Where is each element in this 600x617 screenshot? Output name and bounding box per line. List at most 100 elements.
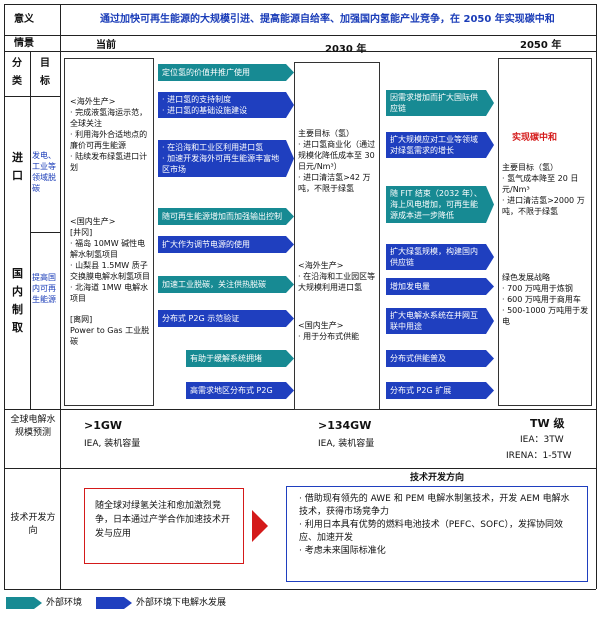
mid-goal-item: · 进口氢商业化（通过规模化降低成本至 30 日元/Nm³） [298,140,376,171]
grid-line [60,4,61,589]
arrow-b-2: 扩大规模应对工业等领域对绿氢需求的增长 [386,132,494,158]
right-strategy-item: · 600 万吨用于商用车 [502,295,581,304]
now-domestic: <国内生产> [井冈] · 福岛 10MW 碱性电解水制氢项目 · 山梨县 1.… [70,216,152,347]
grid-line [4,589,596,590]
grid-line [4,96,60,97]
col-2050: 2050 年 [520,40,562,51]
scale-mid-source: IEA, 装机容量 [318,439,375,449]
carbon-neutral: 实现碳中和 [512,133,558,143]
tech-red-arrow-shape [252,510,268,542]
mid-column-box [294,62,380,410]
mid-overseas-title: <海外生产> [298,261,344,270]
grid-line [4,468,596,469]
mid-overseas-item: · 在沿海和工业园区等大规模利用进口氢 [298,272,376,292]
arrow-b-7: 分布式供能普及 [386,350,494,367]
tech-red-arrow-icon [252,510,268,542]
cls-zhi: 制 [12,303,23,316]
scale-right-irena: IRENA：1-5TW [506,451,572,461]
tech-label: 技术开发方向 [10,513,56,536]
mid-domestic: <国内生产> · 用于分布式供能 [298,320,378,342]
arrow-a-5: 扩大作为调节电源的使用 [158,236,294,253]
goal-renewables: 提高国内可再生能源 [32,273,56,304]
now-domestic-item: · 山梨县 1.5MW 质子交换膜电解水制氢项目 [70,261,150,281]
mid-domestic-title: <国内生产> [298,321,344,330]
arrow-b-5: 增加发电量 [386,278,494,295]
arrow-b-1: 因需求增加而扩大国际供应链 [386,90,494,116]
now-grid-title: [井冈] [70,228,93,237]
now-overseas-item: · 完成液氢海运示范，全球关注 [70,108,148,128]
grid-line [4,51,596,52]
tech-right-item: · 利用日本具有优势的燃料电池技术（PEFC、SOFC），发挥协同效应、加速开发 [299,520,564,543]
tech-right-item: · 考虑未来国际标准化 [299,546,386,556]
arrow-a-7: 分布式 P2G 示范验证 [158,310,294,327]
scale-now-source: IEA, 装机容量 [84,439,141,449]
scale-now-value: >1GW [84,419,123,432]
mid-goal-item: · 进口清洁氢>42 万吨，不限于绿氢 [298,173,371,193]
tech-left-box: 随全球对绿氢关注和愈加激烈竞争，日本通过产学合作加速技术开发与应用 [84,488,244,564]
now-overseas: <海外生产> · 完成液氢海运示范，全球关注 · 利用海外合适地点的廉价可再生能… [70,96,152,173]
now-domestic-item: · 福岛 10MW 碱性电解水制氢项目 [70,239,146,259]
now-domestic-item: · 北海道 1MW 电解水项目 [70,283,149,303]
arrow-a-8: 有助于缓解系统拥堵 [186,350,294,367]
tech-right-title: 技术开发方向 [410,473,465,483]
now-offgrid-text: Power to Gas 工业脱碳 [70,326,150,346]
cls-jin: 进 [12,151,23,164]
now-column-box [64,58,154,406]
arrow-a-2-line: · 进口氢的支持制度 [162,95,232,104]
arrow-a-3: · 在沿海和工业区利用进口氢 · 加速开发海外可再生能源丰富地区市场 [158,140,294,177]
right-goal-item: · 氢气成本降至 20 日元/Nm³ [502,174,579,194]
mid-domestic-item: · 用于分布式供能 [298,332,360,341]
arrow-a-6: 加速工业脱碳，关注供热脱碳 [158,276,294,293]
now-overseas-title: <海外生产> [70,97,116,106]
arrow-a-1: 定位氢的价值并推广使用 [158,64,294,81]
scale-mid-value: >134GW [318,419,372,432]
mid-overseas: <海外生产> · 在沿海和工业园区等大规模利用进口氢 [298,260,378,293]
tech-right-list: · 借助现有领先的 AWE 和 PEM 电解水制氢技术，开发 AEM 电解水技术… [287,487,587,564]
col-now: 当前 [96,40,116,51]
arrow-a-9: 高需求地区分布式 P2G [186,382,294,399]
arrow-b-3: 随 FIT 结束（2032 年）、海上风电增加，可再生能源成本进一步降低 [386,186,494,223]
meaning-text: 通过加快可再生能源的大规模引进、提高能源自给率、加强国内氢能产业竞争，在 205… [100,14,555,25]
scale-right-value: TW 级 [530,417,565,430]
now-offgrid-title: [离网] [70,315,93,324]
scale-label: 全球电解水规模预测 [10,415,56,438]
tech-right-item: · 借助现有领先的 AWE 和 PEM 电解水制氢技术，开发 AEM 电解水技术… [299,494,570,517]
arrow-a-2: · 进口氢的支持制度 · 进口氢的基础设施建设 [158,92,294,118]
arrow-b-4: 扩大绿氢规模，构建国内供应链 [386,244,494,270]
arrow-a-3-line: · 加速开发海外可再生能源丰富地区市场 [162,154,280,174]
goal-decarbonize: 发电、工业等领域脱碳 [32,151,56,193]
tech-left-text: 随全球对绿氢关注和愈加激烈竞争，日本通过产学合作加速技术开发与应用 [95,501,231,539]
cls-kou: 口 [12,169,23,182]
right-strategy-item: · 700 万吨用于炼钢 [502,284,573,293]
right-strategy-item: · 500-1000 万吨用于发电 [502,306,589,326]
cls-guo: 国 [12,267,23,280]
right-strategy-title: 绿色发展战略 [502,273,550,282]
right-strategy: 绿色发展战略 · 700 万吨用于炼钢 · 600 万吨用于商用车 · 500-… [502,272,590,327]
grid-line [4,4,596,5]
legend-navy-swatch [96,597,132,609]
cls-lei: 类 [12,76,22,87]
tech-right-box: · 借助现有领先的 AWE 和 PEM 电解水制氢技术，开发 AEM 电解水技术… [286,486,588,582]
arrow-b-6: 扩大电解水系统在并网互联中用途 [386,308,494,334]
grid-line [4,4,5,589]
arrow-b-8: 分布式 P2G 扩展 [386,382,494,399]
right-goals: 主要目标（氢） · 氢气成本降至 20 日元/Nm³ · 进口清洁氢>2000 … [502,162,590,217]
cls-fen: 分 [12,58,22,69]
grid-line [30,232,60,233]
arrow-a-3-line: · 在沿海和工业区利用进口氢 [162,143,264,152]
cls-nei: 内 [12,285,23,298]
cls-qu: 取 [12,321,23,334]
right-goal-item: · 进口清洁氢>2000 万吨，不限于绿氢 [502,196,585,216]
col-2030: 2030 年 [325,44,367,55]
mid-goal-title: 主要目标（氢） [298,129,354,138]
scale-right-iea: IEA：3TW [520,435,564,445]
meaning-label: 意义 [14,14,34,25]
now-overseas-item: · 利用海外合适地点的廉价可再生能源 [70,130,148,150]
arrow-a-4: 随可再生能源增加而加强输出控制 [158,208,294,225]
arrow-a-2-line: · 进口氢的基础设施建设 [162,106,248,115]
grid-line [30,51,31,409]
now-overseas-item: · 陆续发布绿氢进口计划 [70,152,148,172]
legend-teal-swatch [6,597,42,609]
mid-goals: 主要目标（氢） · 进口氢商业化（通过规模化降低成本至 30 日元/Nm³） ·… [298,128,378,194]
grid-line [4,35,596,36]
